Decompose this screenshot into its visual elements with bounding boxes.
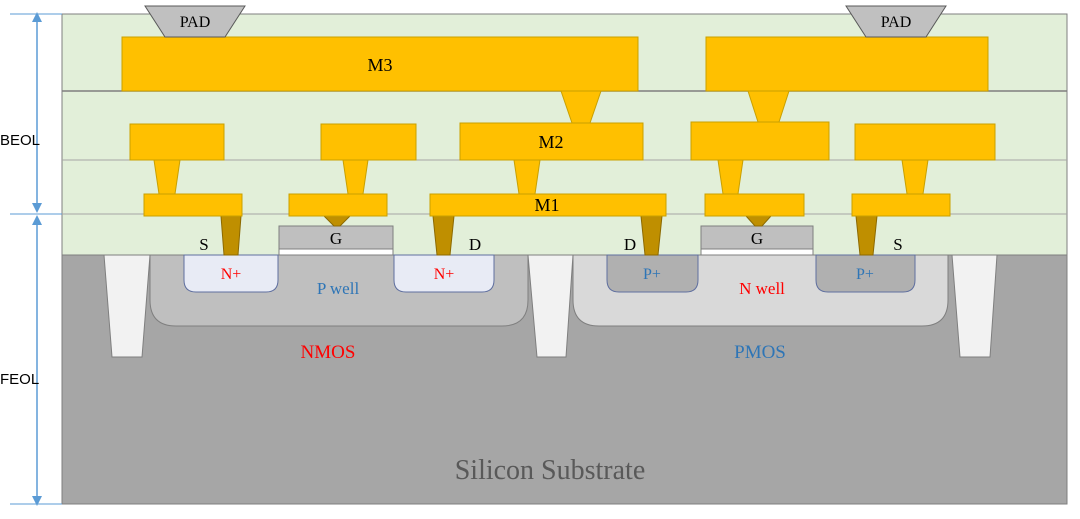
sti-trench-left xyxy=(103,254,151,358)
p-well-label: P well xyxy=(317,279,360,298)
m3-segment xyxy=(121,36,639,92)
m2-segment xyxy=(459,122,644,161)
m2-segment xyxy=(854,123,996,161)
via-m1-m2 xyxy=(513,159,541,195)
nmos-label: NMOS xyxy=(301,342,356,363)
n-plus-left xyxy=(183,254,279,293)
n-well-label: N well xyxy=(739,279,785,298)
p-plus-right-label: P+ xyxy=(856,266,874,283)
via-m1-m2 xyxy=(901,159,929,195)
m1-segment xyxy=(143,193,243,217)
pad-left xyxy=(144,5,246,38)
via-m1-m2 xyxy=(342,159,369,195)
p-plus-right xyxy=(815,254,916,293)
m3-segment xyxy=(705,36,989,92)
p-plus-left xyxy=(606,254,699,293)
n-plus-right-label: N+ xyxy=(434,266,455,283)
m2-segment xyxy=(690,121,830,161)
feol-label: FEOL xyxy=(0,371,39,388)
n-plus-right xyxy=(393,254,495,293)
m1-label: M1 xyxy=(534,195,559,215)
n-plus-left-label: N+ xyxy=(221,266,242,283)
gate-pmos-label: G xyxy=(751,229,763,248)
contact-source-pmos xyxy=(855,215,878,256)
beol-label: BEOL xyxy=(0,132,40,149)
pad-right-label: PAD xyxy=(881,14,912,31)
m2-segment xyxy=(320,123,417,161)
pmos-label: PMOS xyxy=(734,342,786,363)
sti-trench-right xyxy=(951,254,998,358)
silicon-substrate-label: Silicon Substrate xyxy=(455,455,646,486)
m2-label: M2 xyxy=(538,132,563,152)
gate-nmos-label: G xyxy=(330,229,342,248)
via-m1-m2 xyxy=(153,159,181,195)
m1-segment xyxy=(429,193,667,217)
m1-segment xyxy=(851,193,951,217)
drain-nmos-label: D xyxy=(469,235,481,254)
m3-label: M3 xyxy=(367,55,392,75)
contact-drain-nmos xyxy=(432,215,455,256)
pad-left-label: PAD xyxy=(180,14,211,31)
drain-pmos-label: D xyxy=(624,235,636,254)
contact-drain-pmos xyxy=(640,215,663,256)
pad-right xyxy=(845,5,947,38)
gate-oxide-nmos xyxy=(278,248,394,256)
source-nmos-label: S xyxy=(199,235,208,254)
p-plus-left-label: P+ xyxy=(643,266,661,283)
contact-source-nmos xyxy=(220,215,242,256)
source-pmos-label: S xyxy=(893,235,902,254)
gate-oxide-pmos xyxy=(700,248,814,256)
sti-trench-middle xyxy=(527,254,574,358)
via-m1-m2 xyxy=(717,159,744,195)
m1-segment xyxy=(288,193,388,217)
m1-segment xyxy=(704,193,805,217)
m2-segment xyxy=(129,123,225,161)
